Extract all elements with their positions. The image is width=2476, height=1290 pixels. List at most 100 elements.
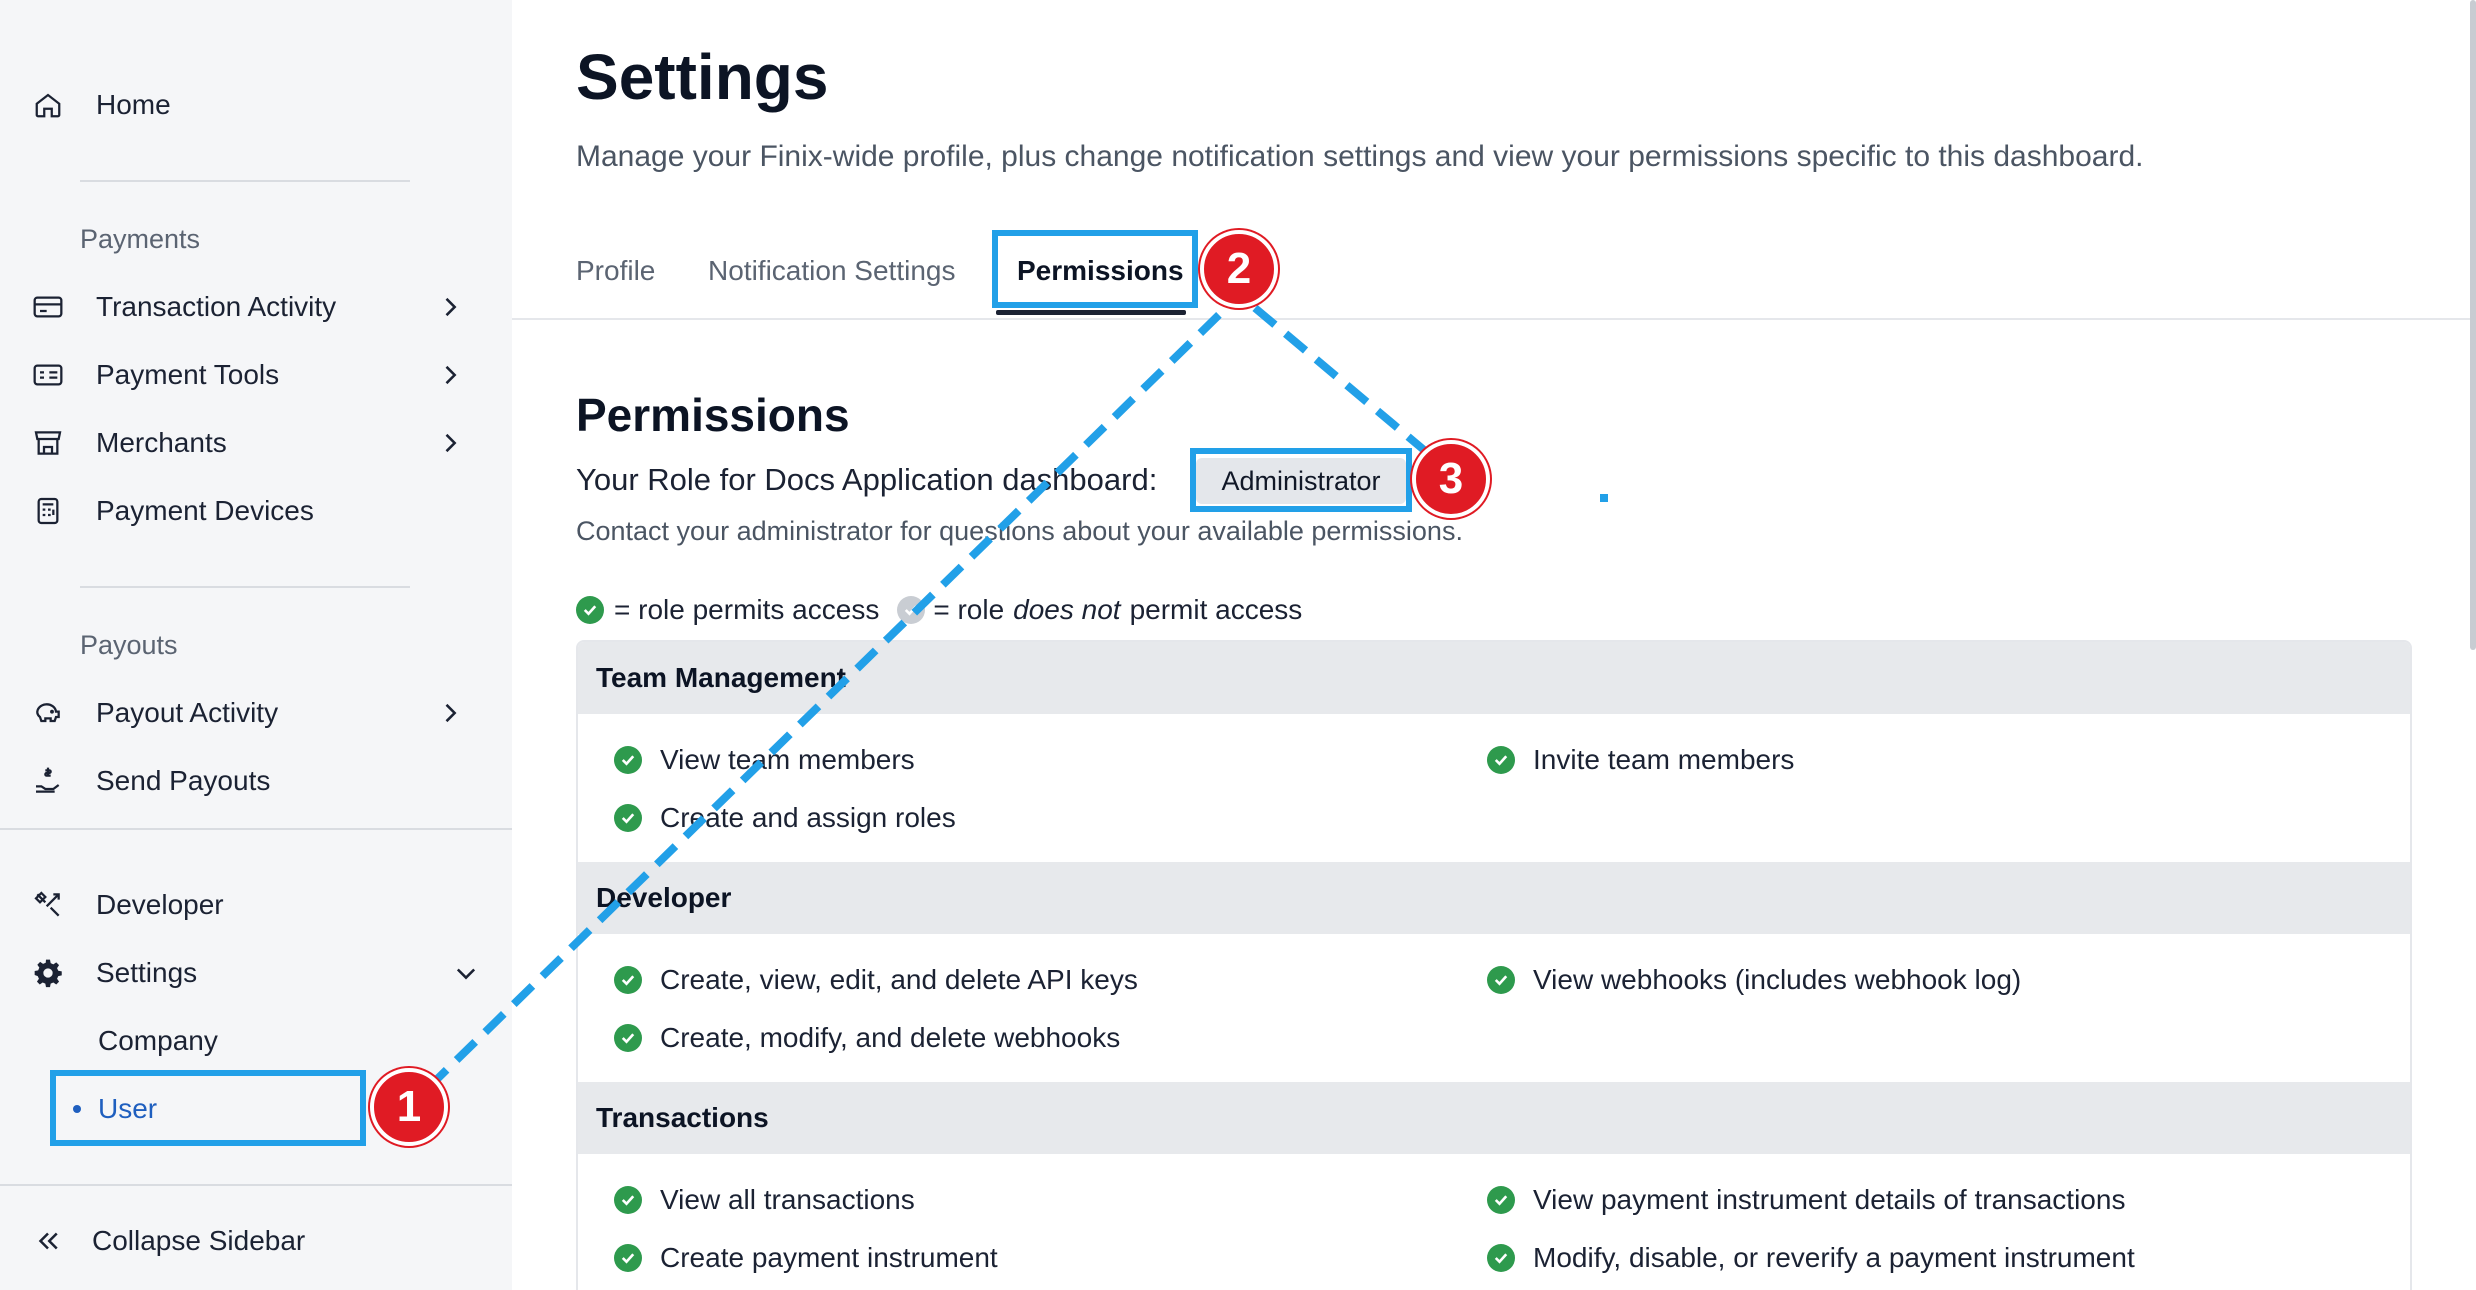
sidebar-item-payment-tools[interactable]: Payment Tools xyxy=(0,344,512,406)
active-tab-indicator xyxy=(996,310,1186,315)
sidebar-subitem-company[interactable]: Company xyxy=(0,1010,512,1072)
sidebar-item-label: Developer xyxy=(96,889,224,920)
sidebar-divider xyxy=(80,586,410,588)
sidebar-item-label: Company xyxy=(98,1025,218,1056)
group-header-team-management: Team Management xyxy=(578,642,2410,714)
sidebar-item-label: Payment Tools xyxy=(96,359,280,390)
permission-label: View payment instrument details of trans… xyxy=(1533,1184,2126,1215)
permission-item: Invite team members xyxy=(1487,744,1794,776)
sidebar-divider xyxy=(0,1184,512,1186)
highlight-role-badge xyxy=(1190,448,1412,512)
role-label: Your Role for Docs Application dashboard… xyxy=(576,462,1158,497)
check-icon xyxy=(614,746,642,774)
chevron-down-icon xyxy=(456,968,476,980)
sidebar-item-label: Merchants xyxy=(96,427,227,458)
permission-item: View all transactions xyxy=(614,1184,915,1216)
sidebar-item-label: Payout Activity xyxy=(96,697,279,728)
permission-item: Create, modify, and delete webhooks xyxy=(614,1022,1120,1054)
home-icon xyxy=(30,87,66,123)
permission-label: View webhooks (includes webhook log) xyxy=(1533,964,2022,995)
permission-item: View webhooks (includes webhook log) xyxy=(1487,964,2021,996)
sidebar-item-label: Send Payouts xyxy=(96,765,271,796)
highlight-user xyxy=(50,1070,366,1146)
tools-icon xyxy=(30,887,66,923)
permission-item: View payment instrument details of trans… xyxy=(1487,1184,2125,1216)
gear-icon xyxy=(30,955,66,991)
sidebar-item-send-payouts[interactable]: Send Payouts xyxy=(0,750,512,812)
permissions-heading: Permissions xyxy=(576,389,850,441)
piggy-bank-icon xyxy=(30,695,66,731)
sidebar-item-home[interactable]: Home xyxy=(0,74,512,136)
store-icon xyxy=(30,425,66,461)
step-badge-1: 1 xyxy=(370,1068,448,1146)
permission-item: Create payment instrument xyxy=(614,1242,998,1274)
tab-permissions[interactable]: Permissions xyxy=(1017,255,1184,286)
legend-permits: = role permits access xyxy=(614,594,880,625)
tab-profile[interactable]: Profile xyxy=(576,255,656,286)
chevron-right-icon xyxy=(445,703,457,723)
sidebar-item-payment-devices[interactable]: Payment Devices xyxy=(0,480,512,542)
check-icon xyxy=(614,1244,642,1272)
sidebar-subitem-user[interactable]: User xyxy=(0,1078,512,1140)
sidebar-item-transaction-activity[interactable]: Transaction Activity xyxy=(0,276,512,338)
sidebar-divider xyxy=(0,828,512,830)
double-chevron-left-icon xyxy=(30,1223,66,1259)
step-badge-2: 2 xyxy=(1200,230,1278,308)
legend-no-suffix: permit access xyxy=(1129,594,1303,625)
check-icon xyxy=(614,1186,642,1214)
permission-label: Create payment instrument xyxy=(660,1242,998,1273)
permission-label: Create and assign roles xyxy=(660,802,956,833)
permission-label: Modify, disable, or reverify a payment i… xyxy=(1533,1242,2135,1273)
check-icon xyxy=(1487,746,1515,774)
active-dot-icon xyxy=(73,1105,81,1113)
check-icon xyxy=(614,1024,642,1052)
check-icon xyxy=(1487,1244,1515,1272)
page-subtitle: Manage your Finix-wide profile, plus cha… xyxy=(576,140,2144,173)
permission-label: Create, view, edit, and delete API keys xyxy=(660,964,1138,995)
step-badge-3: 3 xyxy=(1412,440,1490,518)
group-header-developer: Developer xyxy=(578,862,2410,934)
sidebar-item-label: Collapse Sidebar xyxy=(92,1225,306,1256)
sidebar-item-label: Home xyxy=(96,89,171,120)
sidebar-item-payout-activity[interactable]: Payout Activity xyxy=(0,682,512,744)
permission-item: View team members xyxy=(614,744,915,776)
disabled-check-icon xyxy=(897,596,926,624)
sidebar-item-label: Payment Devices xyxy=(96,495,314,526)
sidebar-item-label: Settings xyxy=(96,957,198,988)
check-icon xyxy=(614,804,642,832)
hand-money-icon xyxy=(30,763,66,799)
chevron-right-icon xyxy=(445,433,457,453)
sidebar-section-payments: Payments xyxy=(80,224,201,254)
check-icon xyxy=(576,596,604,624)
sidebar-item-settings[interactable]: Settings xyxy=(0,942,512,1004)
permission-label: View team members xyxy=(660,744,915,775)
tab-notification-settings[interactable]: Notification Settings xyxy=(708,255,956,286)
check-icon xyxy=(1487,1186,1515,1214)
permissions-table: Team Management View team members Create… xyxy=(576,640,2412,1290)
legend-no-emphasis: does not xyxy=(1013,594,1121,625)
chevron-right-icon xyxy=(445,365,457,385)
sidebar-item-developer[interactable]: Developer xyxy=(0,874,512,936)
permission-item: Modify, disable, or reverify a payment i… xyxy=(1487,1242,2135,1274)
credit-card-icon xyxy=(30,289,66,325)
permission-item: Create and assign roles xyxy=(614,802,956,834)
permission-item: Create, view, edit, and delete API keys xyxy=(614,964,1138,996)
role-badge: Administrator xyxy=(1196,458,1406,504)
collapse-sidebar-button[interactable]: Collapse Sidebar xyxy=(0,1210,512,1272)
tabs-divider xyxy=(512,318,2476,320)
sidebar-item-merchants[interactable]: Merchants xyxy=(0,412,512,474)
sidebar-item-label: User xyxy=(98,1093,158,1124)
contact-admin-text: Contact your administrator for questions… xyxy=(576,516,1463,546)
sidebar-item-label: Transaction Activity xyxy=(96,291,337,322)
legend-no-prefix: = role xyxy=(933,594,1005,625)
permission-label: View all transactions xyxy=(660,1184,915,1215)
permission-label: Create, modify, and delete webhooks xyxy=(660,1022,1121,1053)
scrollbar[interactable] xyxy=(2470,0,2476,650)
permission-label: Invite team members xyxy=(1533,744,1795,775)
highlight-permissions-tab xyxy=(992,230,1198,308)
sidebar-divider xyxy=(80,180,410,182)
check-icon xyxy=(614,966,642,994)
group-header-transactions: Transactions xyxy=(578,1082,2410,1154)
permissions-legend: = role permits access = role does not pe… xyxy=(576,594,1302,626)
page-title: Settings xyxy=(576,41,829,113)
